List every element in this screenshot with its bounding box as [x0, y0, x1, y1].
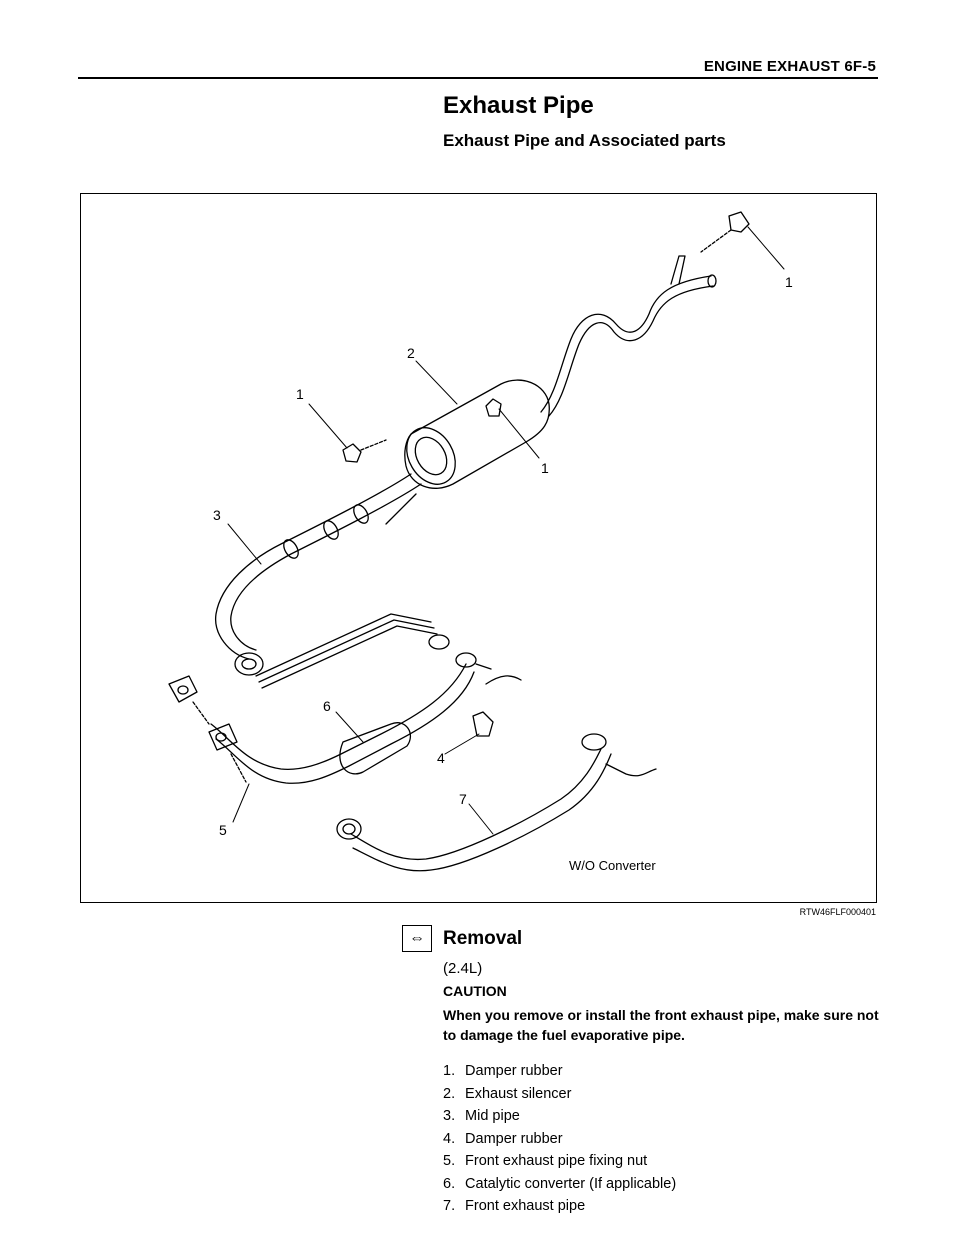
mid-pipe: [215, 473, 412, 660]
figure-note: W/O Converter: [569, 858, 656, 873]
callout-5: 5: [219, 822, 227, 838]
caution-label: CAUTION: [443, 983, 507, 999]
list-item: 7. Front exhaust pipe: [443, 1195, 676, 1218]
tailpipe: [540, 275, 712, 413]
callout-4: 4: [437, 750, 445, 766]
list-item: 5. Front exhaust pipe fixing nut: [443, 1150, 676, 1173]
callout-2: 2: [407, 345, 415, 361]
callout-1-middle: 1: [541, 460, 549, 476]
damper-rubber-upper: [728, 211, 750, 233]
front-flange-lower: [208, 723, 238, 751]
callout-1-top-right: 1: [785, 274, 793, 290]
figure-reference-code: RTW46FLF000401: [799, 907, 876, 917]
callout-7: 7: [459, 791, 467, 807]
list-item: 3. Mid pipe: [443, 1105, 676, 1128]
list-item-number: 2.: [443, 1085, 456, 1102]
section-subtitle: Exhaust Pipe and Associated parts: [443, 131, 726, 150]
list-item: 1. Damper rubber: [443, 1060, 676, 1083]
removal-heading: Removal: [443, 928, 523, 949]
list-item-number: 1.: [443, 1063, 456, 1079]
list-item: 6. Catalytic converter (If applicable): [443, 1173, 676, 1196]
list-item-label: Front exhaust pipe fixing nut: [465, 1153, 648, 1169]
callout-3: 3: [213, 507, 221, 523]
damper-rubber-left: [342, 443, 362, 463]
exhaust-diagram: 1 2 1 1 3 6 4 7 5 W/O Converter: [80, 193, 877, 903]
front-pipe: [210, 663, 467, 770]
list-item-label: Front exhaust pipe: [465, 1198, 586, 1214]
removal-arrows-icon: ⇔: [402, 925, 432, 952]
header-rule: [78, 77, 878, 79]
damper-rubber-mid: [485, 398, 502, 417]
list-item-label: Mid pipe: [465, 1108, 520, 1124]
callout-6: 6: [323, 698, 331, 714]
mid-pipe-flange: [234, 652, 264, 676]
evap-pipe: [255, 613, 432, 677]
list-item: 4. Damper rubber: [443, 1128, 676, 1151]
callout-1-left: 1: [296, 386, 304, 402]
front-pipe-no-converter: [350, 748, 602, 861]
front-flange-upper: [168, 675, 198, 703]
list-item-number: 4.: [443, 1130, 456, 1147]
list-item-number: 6.: [443, 1175, 456, 1192]
list-item-number: 3.: [443, 1108, 456, 1124]
list-item-label: Exhaust silencer: [465, 1085, 572, 1102]
list-item-label: Catalytic converter (If applicable): [465, 1175, 677, 1192]
damper-rubber-4: [472, 711, 494, 737]
list-item-number: 7.: [443, 1198, 456, 1214]
list-item-label: Damper rubber: [465, 1063, 563, 1079]
caution-text: When you remove or install the front exh…: [443, 1007, 879, 1043]
section-title: Exhaust Pipe: [443, 92, 594, 119]
list-item: 2. Exhaust silencer: [443, 1083, 676, 1106]
engine-variant: (2.4L): [443, 960, 483, 977]
exhaust-diagram-drawing: [168, 211, 785, 872]
parts-list: 1. Damper rubber 2. Exhaust silencer 3. …: [443, 1060, 676, 1218]
list-item-number: 5.: [443, 1153, 456, 1169]
page-header-title: ENGINE EXHAUST 6F-5: [703, 58, 876, 75]
catalytic-converter: [339, 722, 412, 775]
list-item-label: Damper rubber: [465, 1130, 563, 1147]
